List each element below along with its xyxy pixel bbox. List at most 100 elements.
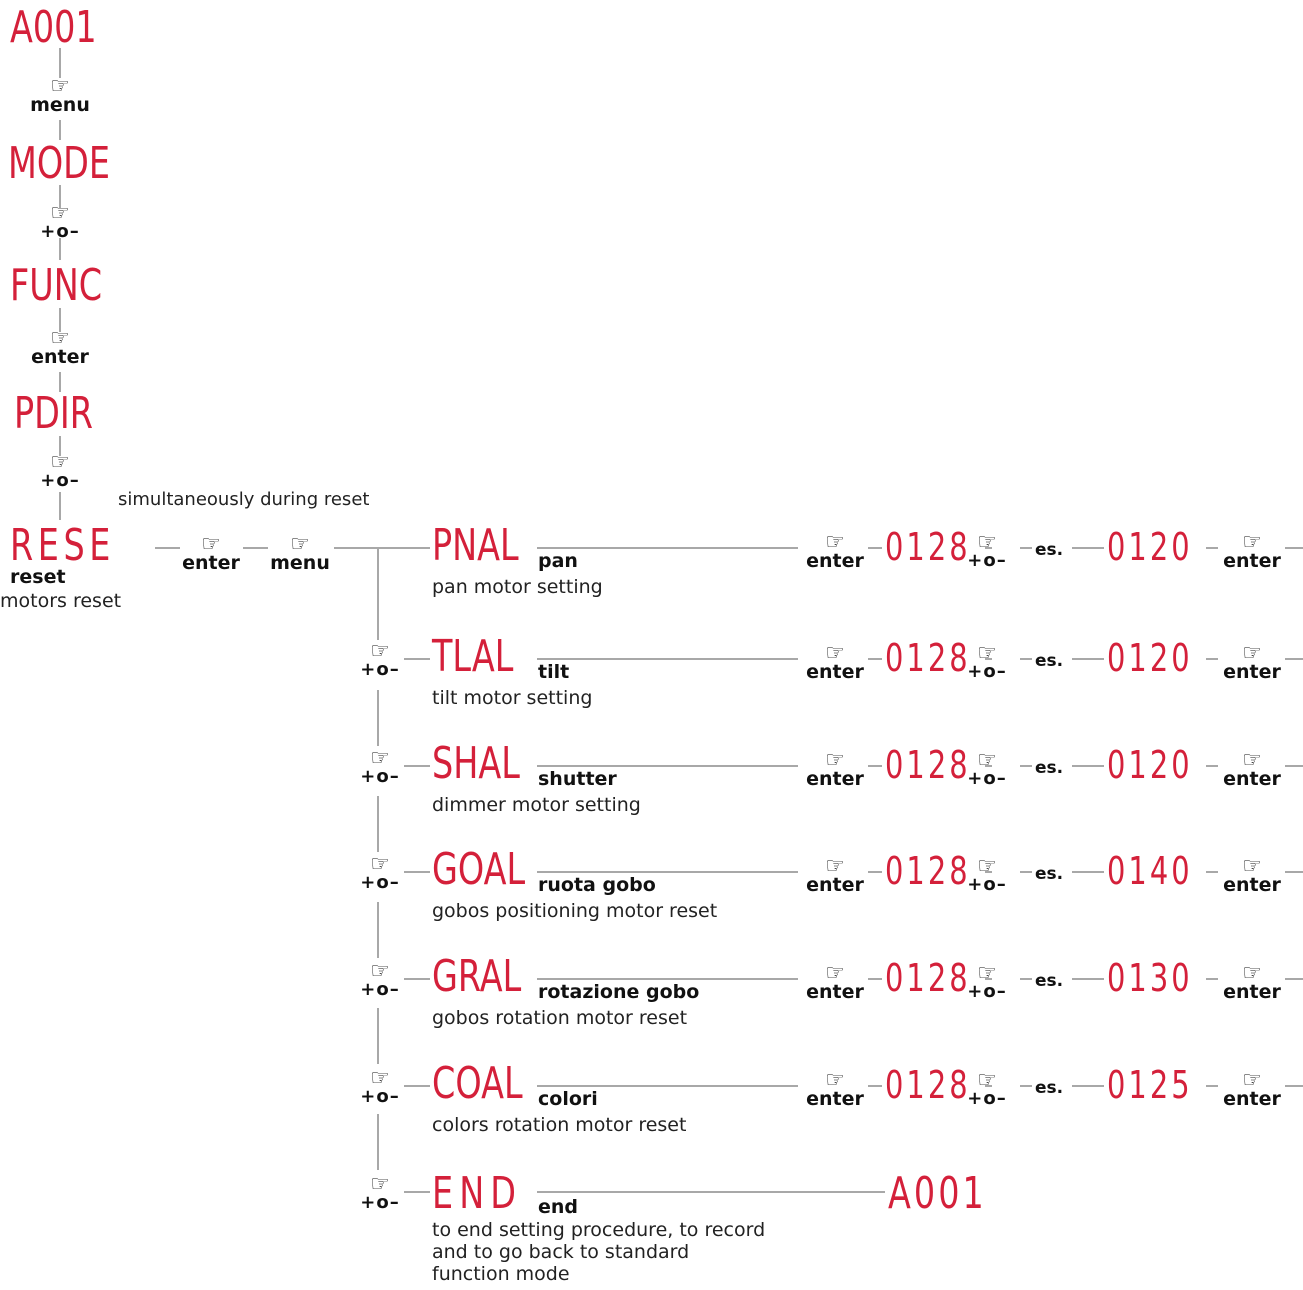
key-label: enter bbox=[1223, 550, 1281, 572]
code-coal: COAL bbox=[432, 1058, 523, 1109]
key-label: menu bbox=[270, 552, 330, 574]
example-label: es. bbox=[1035, 971, 1064, 991]
branch-label: ruota gobo bbox=[538, 874, 656, 896]
enter-key[interactable]: ☞enter bbox=[805, 854, 865, 896]
enter-key[interactable]: ☞enter bbox=[805, 532, 865, 572]
plus-minus-key[interactable]: ☞+o– bbox=[957, 1070, 1017, 1108]
end-desc-line-3: function mode bbox=[432, 1263, 570, 1285]
pointing-hand-icon: ☞ bbox=[370, 746, 390, 771]
code-tlal: TLAL bbox=[432, 631, 514, 682]
pointing-hand-icon: ☞ bbox=[825, 641, 845, 666]
plus-minus-key[interactable]: ☞+o– bbox=[350, 961, 410, 1000]
code-a001-end: A001 bbox=[888, 1168, 987, 1219]
pointing-hand-icon: ☞ bbox=[1242, 748, 1262, 773]
menu-key[interactable]: ☞ menu bbox=[270, 534, 330, 574]
pointing-hand-icon: ☞ bbox=[370, 1066, 390, 1091]
value-example: 0130 bbox=[1107, 956, 1193, 1000]
enter-key[interactable]: ☞enter bbox=[805, 750, 865, 789]
value-example: 0140 bbox=[1107, 849, 1193, 893]
code-rese: RESE bbox=[10, 520, 115, 571]
plus-minus-key[interactable]: ☞+o– bbox=[350, 852, 410, 892]
key-label: +o– bbox=[967, 550, 1007, 571]
value-current: 0128 bbox=[885, 636, 971, 680]
plus-minus-key[interactable]: ☞+o– bbox=[957, 750, 1017, 788]
example-label: es. bbox=[1035, 1078, 1064, 1098]
key-label: enter bbox=[1223, 661, 1281, 683]
enter-key[interactable]: ☞enter bbox=[1222, 641, 1282, 683]
branch-label: colori bbox=[538, 1088, 598, 1110]
branch-label: rotazione gobo bbox=[538, 981, 700, 1003]
example-label: es. bbox=[1035, 651, 1064, 671]
pointing-hand-icon: ☞ bbox=[1242, 961, 1262, 986]
pointing-hand-icon: ☞ bbox=[825, 961, 845, 986]
value-current: 0128 bbox=[885, 956, 971, 1000]
enter-key[interactable]: ☞ enter bbox=[181, 532, 241, 573]
pointing-hand-icon: ☞ bbox=[977, 641, 997, 666]
plus-minus-key[interactable]: ☞+o– bbox=[957, 963, 1017, 1001]
key-label: enter bbox=[1223, 768, 1281, 790]
key-label: +o– bbox=[967, 874, 1007, 895]
plus-minus-key[interactable]: ☞+o– bbox=[957, 641, 1017, 681]
key-label: +o– bbox=[360, 659, 400, 680]
end-desc-line-2: and to go back to standard bbox=[432, 1241, 690, 1263]
plus-minus-key[interactable]: ☞+o– bbox=[350, 746, 410, 787]
code-a001-start: A001 bbox=[10, 2, 97, 53]
enter-key[interactable]: ☞enter bbox=[1222, 961, 1282, 1003]
plus-minus-key[interactable]: ☞ +o– bbox=[350, 1174, 410, 1213]
branch-desc: colors rotation motor reset bbox=[432, 1114, 687, 1136]
key-label: enter bbox=[806, 874, 864, 896]
enter-key[interactable]: ☞enter bbox=[1222, 532, 1282, 572]
example-label: es. bbox=[1035, 758, 1064, 778]
pointing-hand-icon: ☞ bbox=[370, 852, 390, 877]
key-label: +o– bbox=[360, 979, 400, 1000]
enter-key[interactable]: ☞enter bbox=[805, 1068, 865, 1110]
key-label: menu bbox=[30, 94, 90, 116]
enter-key[interactable]: ☞ enter bbox=[30, 328, 90, 367]
enter-key[interactable]: ☞enter bbox=[805, 961, 865, 1003]
code-shal: SHAL bbox=[432, 738, 520, 789]
code-func: FUNC bbox=[10, 260, 103, 311]
end-desc-line-1: to end setting procedure, to record bbox=[432, 1219, 766, 1241]
key-label: enter bbox=[806, 981, 864, 1003]
key-label: enter bbox=[806, 1088, 864, 1110]
key-label: enter bbox=[1223, 981, 1281, 1003]
enter-key[interactable]: ☞enter bbox=[805, 641, 865, 683]
key-label: +o– bbox=[360, 766, 400, 787]
branch-desc: dimmer motor setting bbox=[432, 794, 641, 816]
pointing-hand-icon: ☞ bbox=[50, 201, 70, 226]
value-current: 0128 bbox=[885, 525, 971, 569]
plus-minus-key[interactable]: ☞ +o– bbox=[30, 201, 90, 242]
pointing-hand-icon: ☞ bbox=[201, 532, 221, 557]
key-label: +o– bbox=[40, 221, 80, 242]
example-label: es. bbox=[1035, 540, 1064, 560]
branch-desc: gobos positioning motor reset bbox=[432, 900, 718, 922]
pointing-hand-icon: ☞ bbox=[825, 1068, 845, 1093]
plus-minus-key[interactable]: ☞+o– bbox=[957, 532, 1017, 571]
key-label: enter bbox=[806, 661, 864, 683]
key-label: +o– bbox=[360, 1192, 400, 1213]
enter-key[interactable]: ☞enter bbox=[1222, 856, 1282, 896]
pointing-hand-icon: ☞ bbox=[1242, 641, 1262, 666]
value-example: 0125 bbox=[1107, 1063, 1193, 1107]
branch-label: shutter bbox=[538, 768, 617, 790]
rese-label: reset bbox=[10, 566, 66, 588]
plus-minus-key[interactable]: ☞+o– bbox=[957, 856, 1017, 895]
plus-minus-key[interactable]: ☞+o– bbox=[350, 639, 410, 680]
value-current: 0128 bbox=[885, 849, 971, 893]
branch-desc: pan motor setting bbox=[432, 576, 603, 598]
branch-label: pan bbox=[538, 550, 578, 572]
enter-key[interactable]: ☞enter bbox=[1222, 748, 1282, 790]
code-goal: GOAL bbox=[432, 844, 526, 895]
plus-minus-key[interactable]: ☞ +o– bbox=[30, 452, 90, 491]
menu-key[interactable]: ☞ menu bbox=[30, 76, 90, 116]
pointing-hand-icon: ☞ bbox=[370, 639, 390, 664]
value-example: 0120 bbox=[1107, 743, 1193, 787]
key-label: +o– bbox=[40, 470, 80, 491]
example-label: es. bbox=[1035, 864, 1064, 884]
key-label: enter bbox=[806, 550, 864, 572]
enter-key[interactable]: ☞enter bbox=[1222, 1070, 1282, 1109]
pointing-hand-icon: ☞ bbox=[825, 854, 845, 879]
plus-minus-key[interactable]: ☞+o– bbox=[350, 1066, 410, 1106]
key-label: enter bbox=[1223, 874, 1281, 896]
